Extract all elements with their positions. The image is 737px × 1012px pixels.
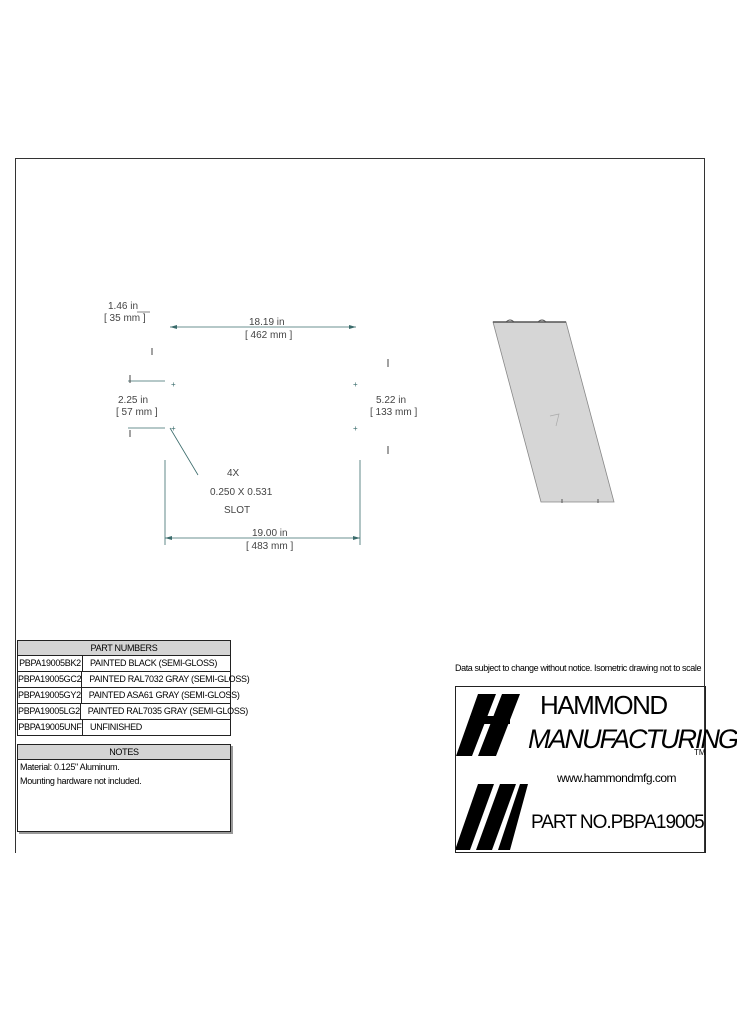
sheet-border-top <box>15 158 705 159</box>
dim-top-left: 1.46 in <box>108 301 138 312</box>
slot-label: SLOT <box>224 505 250 516</box>
svg-text:+: + <box>353 424 358 433</box>
part-number-cell: PBPA19005UNF <box>18 720 83 735</box>
dim-top-width: 18.19 in <box>249 317 285 328</box>
table-row: PBPA19005UNF UNFINISHED <box>18 720 230 735</box>
table-row: PBPA19005LG2 PAINTED RAL7035 GRAY (SEMI-… <box>18 704 248 720</box>
isometric-panel <box>492 319 615 503</box>
part-description-cell: PAINTED BLACK (SEMI-GLOSS) <box>90 658 218 668</box>
notes-box: NOTES Material: 0.125" Aluminum. Mountin… <box>17 744 231 832</box>
slot-count: 4X <box>227 468 240 479</box>
note-line: Mounting hardware not included. <box>20 776 142 786</box>
part-description-cell: UNFINISHED <box>90 722 143 732</box>
dim-top-width-mm: [ 462 mm ] <box>245 330 292 341</box>
hammond-logo <box>455 694 528 850</box>
disclaimer-text: Data subject to change without notice. I… <box>455 663 702 673</box>
part-number-cell: PBPA19005BK2 <box>18 656 83 671</box>
dim-left-height: 2.25 in <box>118 395 148 406</box>
dim-top-left-mm: [ 35 mm ] <box>104 313 146 324</box>
dim-right-height: 5.22 in <box>376 395 406 406</box>
part-numbers-header: PART NUMBERS <box>18 641 230 656</box>
part-description-cell: PAINTED RAL7035 GRAY (SEMI-GLOSS) <box>87 706 248 716</box>
svg-text:+: + <box>171 424 176 433</box>
part-description-cell: PAINTED ASA61 GRAY (SEMI-GLOSS) <box>88 690 240 700</box>
brand-name-line2: MANUFACTURING <box>528 724 737 754</box>
notes-header: NOTES <box>18 745 230 760</box>
part-number-cell: PBPA19005GY2 <box>18 688 82 703</box>
svg-text:+: + <box>353 380 358 389</box>
part-number-cell: PBPA19005LG2 <box>18 704 81 719</box>
part-description-cell: PAINTED RAL7032 GRAY (SEMI-GLOSS) <box>89 674 250 684</box>
trademark-mark: TM <box>694 748 706 757</box>
svg-text:+: + <box>171 380 176 389</box>
technical-drawing: 1.46 in [ 35 mm ] 18.19 in [ 462 mm ] 2.… <box>104 301 615 850</box>
part-number-title: PART NO.PBPA19005 <box>531 812 705 833</box>
sheet-border-left <box>15 158 16 853</box>
website-link[interactable]: www.hammondmfg.com <box>557 771 677 785</box>
slot-size: 0.250 X 0.531 <box>210 487 273 498</box>
dim-right-height-mm: [ 133 mm ] <box>370 407 417 418</box>
brand-name-line1: HAMMOND <box>540 690 668 720</box>
dim-left-height-mm: [ 57 mm ] <box>116 407 158 418</box>
dim-bottom-width-mm: [ 483 mm ] <box>246 541 293 552</box>
title-block <box>455 686 706 853</box>
table-row: PBPA19005BK2 PAINTED BLACK (SEMI-GLOSS) <box>18 656 230 672</box>
table-row: PBPA19005GC2 PAINTED RAL7032 GRAY (SEMI-… <box>18 672 250 688</box>
part-number-cell: PBPA19005GC2 <box>18 672 83 687</box>
note-line: Material: 0.125" Aluminum. <box>20 762 120 772</box>
table-row: PBPA19005GY2 PAINTED ASA61 GRAY (SEMI-GL… <box>18 688 240 704</box>
sheet-border-right <box>704 158 705 853</box>
part-numbers-table: PART NUMBERS PBPA19005BK2 PAINTED BLACK … <box>17 640 250 736</box>
dim-bottom-width: 19.00 in <box>252 528 288 539</box>
